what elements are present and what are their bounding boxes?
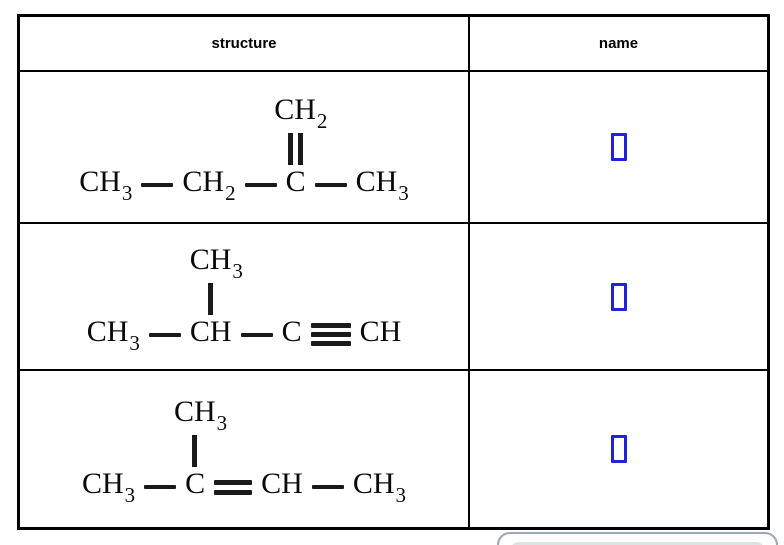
chain: CH3 C CH CH3	[81, 467, 407, 507]
atom: C	[185, 467, 206, 500]
bond-double	[214, 479, 253, 495]
atom-subscript: 3	[124, 483, 136, 507]
bond-vertical-single	[208, 282, 214, 315]
bond-single	[314, 183, 347, 187]
bond-single	[144, 485, 177, 489]
atom: CH	[261, 467, 303, 500]
table-header-row: structure name	[20, 17, 767, 72]
atom: CH3	[352, 467, 407, 507]
bond-vertical-double	[287, 133, 303, 165]
name-cell	[470, 72, 767, 222]
bottom-toolbar-surface	[510, 542, 765, 545]
chain: CH3 CH2 C CH3	[79, 165, 409, 205]
atom-subscript: 3	[129, 330, 140, 355]
answer-input-box[interactable]	[610, 282, 627, 311]
chain: CH3 CH C CH	[86, 314, 402, 355]
answer-input-box[interactable]	[610, 133, 627, 161]
atom-subscript: 3	[398, 181, 409, 205]
atom: C	[281, 314, 302, 348]
structure-column-label: structure	[211, 35, 277, 52]
branch-atom: CH3	[189, 242, 243, 283]
atom-subscript: 3	[216, 411, 228, 435]
atom: C	[285, 165, 306, 198]
atom: CH3	[79, 165, 133, 205]
answer-input-box[interactable]	[610, 435, 627, 463]
bond-vertical-single	[192, 435, 198, 467]
atom-subscript: 2	[225, 181, 236, 205]
bond-triple	[310, 323, 351, 346]
name-cell	[470, 371, 767, 527]
name-cell	[470, 224, 767, 369]
atom: CH	[189, 314, 232, 348]
atom-subscript: 3	[232, 258, 243, 283]
bond-single	[240, 332, 273, 337]
atom: CH	[359, 314, 402, 348]
header-cell-name: name	[470, 17, 767, 70]
atom: CH3	[81, 467, 136, 507]
atom-subscript: 2	[316, 109, 328, 133]
name-column-label: name	[598, 35, 639, 52]
atom-subscript: 3	[395, 483, 407, 507]
bond-single	[148, 332, 181, 337]
bond-single	[311, 485, 344, 489]
atom: CH3	[355, 165, 409, 205]
header-cell-structure: structure	[20, 17, 470, 70]
atom-subscript: 3	[121, 181, 133, 205]
branch-atom: CH3	[173, 395, 228, 435]
branch-atom: CH2	[274, 93, 328, 133]
bond-single	[244, 183, 277, 187]
atom: CH2	[182, 165, 236, 205]
bond-single	[141, 183, 174, 187]
bottom-toolbar[interactable]	[497, 532, 778, 545]
atom: CH3	[86, 314, 140, 355]
